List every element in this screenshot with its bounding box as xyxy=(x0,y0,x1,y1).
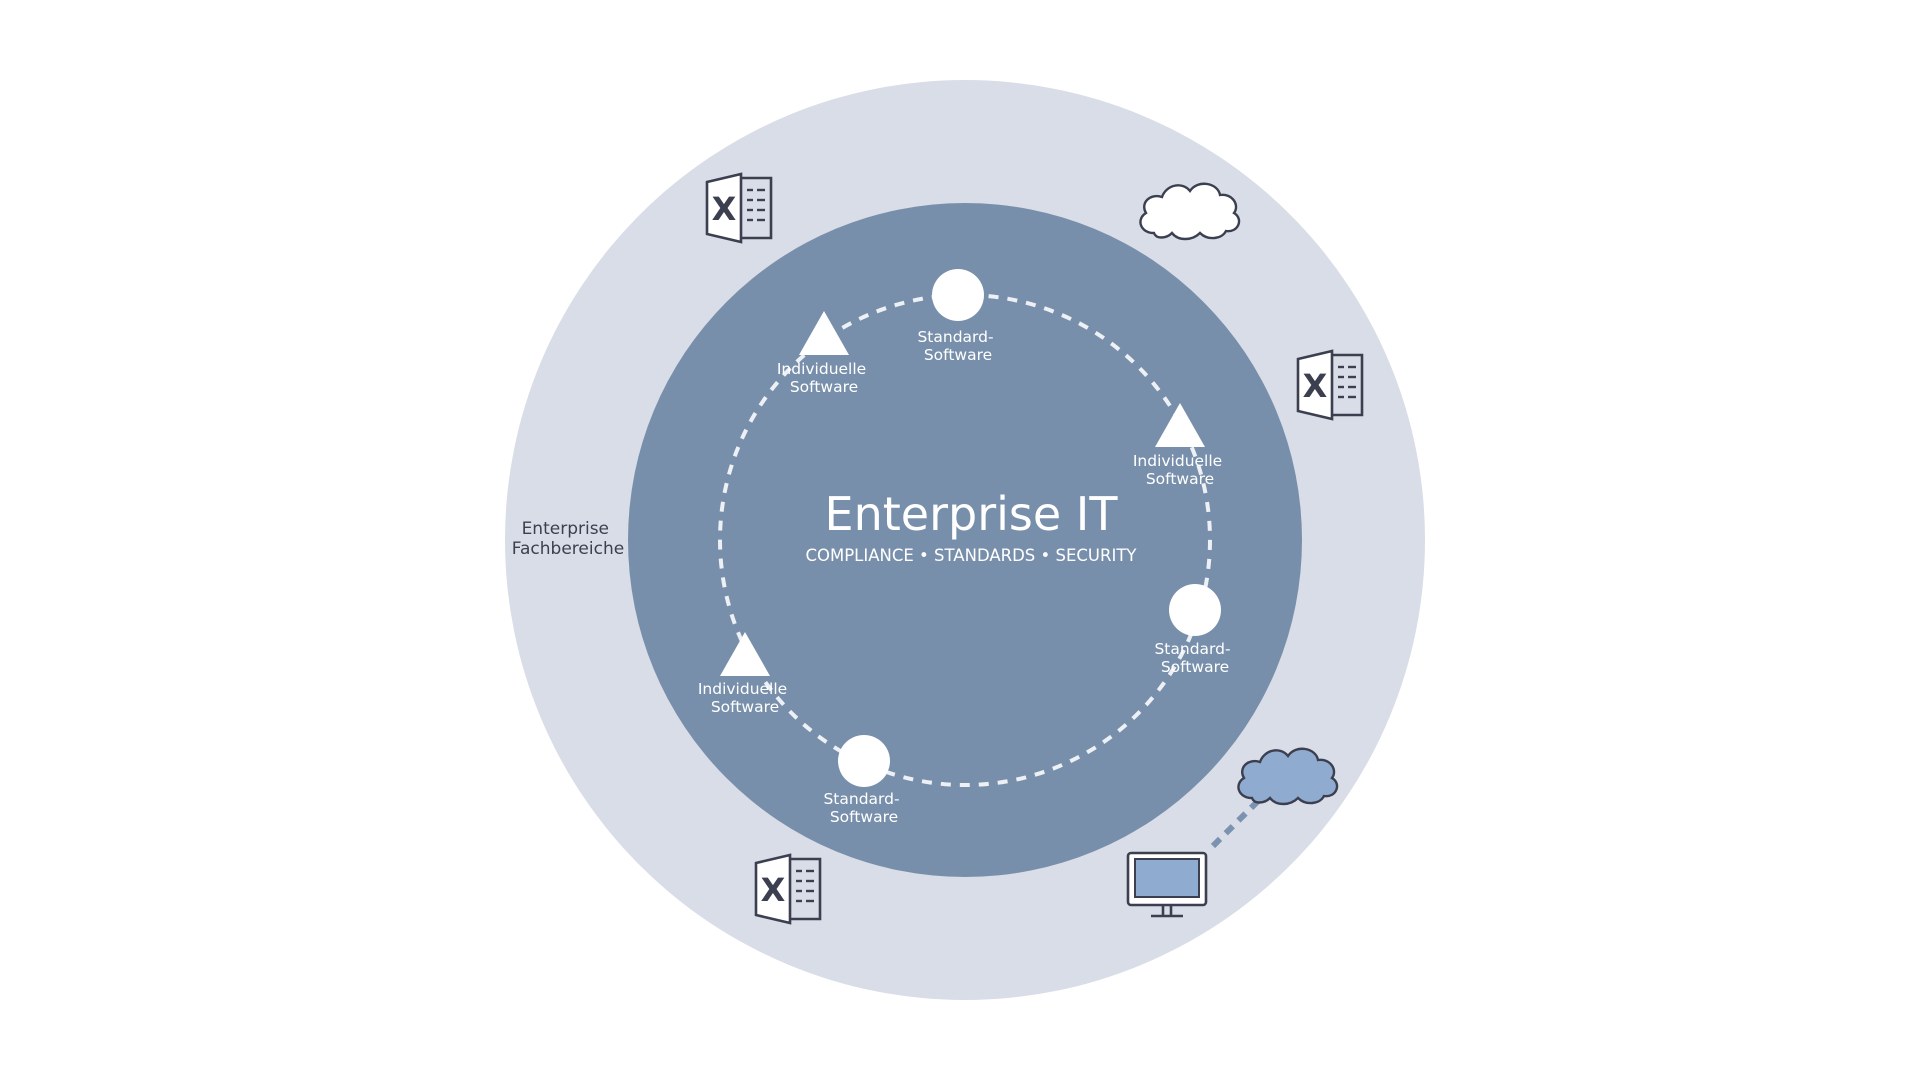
node-label: Individuelle Software xyxy=(698,680,792,716)
node-label-line1: Standard- xyxy=(1154,640,1230,658)
cloud-icon-highlighted xyxy=(1237,747,1339,806)
standard-software-circle xyxy=(1169,584,1221,636)
node-label-line2: Software xyxy=(924,346,992,364)
inner-circle xyxy=(628,203,1302,877)
outer-ring-label-line2: Fachbereiche xyxy=(512,539,624,559)
individual-software-triangle xyxy=(799,311,849,355)
software-node-individual: Individuelle Software xyxy=(777,311,871,396)
node-label-line2: Software xyxy=(1146,470,1214,488)
node-label-line1: Individuelle xyxy=(698,680,787,698)
node-label-line1: Standard- xyxy=(917,328,993,346)
node-label-line2: Software xyxy=(711,698,779,716)
individual-software-triangle xyxy=(1155,403,1205,447)
software-node-standard: Standard- Software xyxy=(823,735,904,826)
center-title: Enterprise IT xyxy=(825,487,1119,541)
node-label: Individuelle Software xyxy=(777,360,871,396)
cloud-outline xyxy=(1139,182,1241,241)
outer-ring-label-line1: Enterprise xyxy=(522,519,609,539)
node-label-line1: Individuelle xyxy=(1133,452,1222,470)
node-label: Standard- Software xyxy=(1154,640,1235,676)
excel-sheet-outline xyxy=(727,176,773,240)
monitor-screen xyxy=(1134,858,1200,898)
outer-ring-label: Enterprise Fachbereiche xyxy=(512,519,624,559)
excel-icon: X xyxy=(705,172,773,244)
excel-icon: X xyxy=(1296,349,1364,421)
software-node-standard: Standard- Software xyxy=(1154,584,1235,676)
software-node-individual: Individuelle Software xyxy=(1133,403,1227,488)
node-label: Standard- Software xyxy=(917,328,998,364)
cloud-icon xyxy=(1139,182,1241,241)
excel-sheet-outline xyxy=(1318,353,1364,417)
excel-letter: X xyxy=(761,871,786,909)
software-node-standard: Standard- Software xyxy=(917,269,998,364)
center-subtitle: COMPLIANCE • STANDARDS • SECURITY xyxy=(805,546,1137,565)
node-label-line1: Standard- xyxy=(823,790,899,808)
cloud-outline xyxy=(1237,747,1339,806)
node-label: Individuelle Software xyxy=(1133,452,1227,488)
excel-letter: X xyxy=(1303,367,1328,405)
excel-cover-outline xyxy=(705,172,743,244)
dashed-orbit xyxy=(718,293,1212,787)
node-label: Standard- Software xyxy=(823,790,904,826)
excel-letter: X xyxy=(712,190,737,228)
excel-cover-outline xyxy=(754,853,792,925)
node-label-line2: Software xyxy=(1161,658,1229,676)
monitor-icon xyxy=(1126,851,1208,918)
excel-sheet-outline xyxy=(776,857,822,921)
node-label-line2: Software xyxy=(830,808,898,826)
individual-software-triangle xyxy=(720,632,770,676)
node-label-line1: Individuelle xyxy=(777,360,866,378)
excel-icon: X xyxy=(754,853,822,925)
excel-cover-outline xyxy=(1296,349,1334,421)
standard-software-circle xyxy=(838,735,890,787)
standard-software-circle xyxy=(932,269,984,321)
node-label-line2: Software xyxy=(790,378,858,396)
software-node-individual: Individuelle Software xyxy=(698,632,792,716)
